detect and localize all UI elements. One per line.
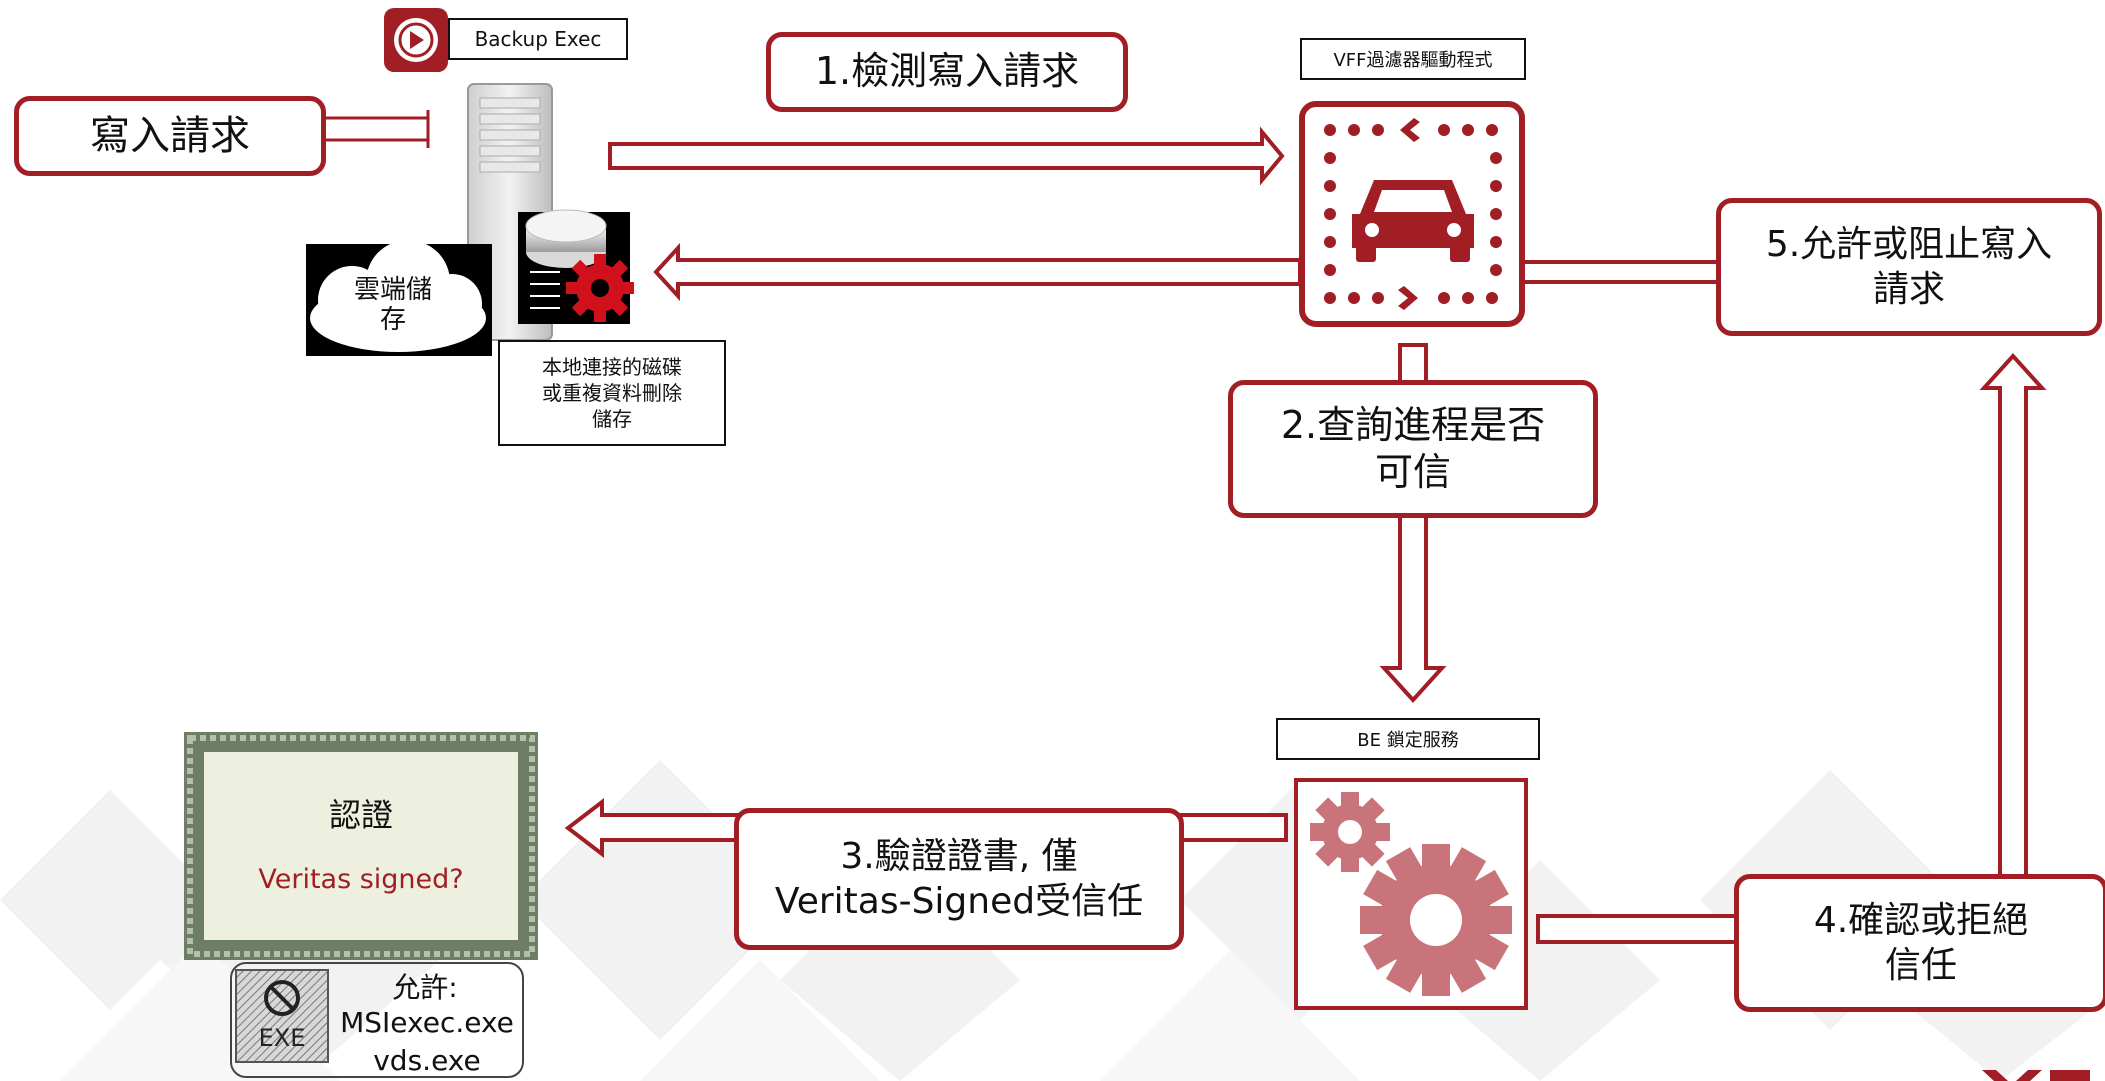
cloud-icon <box>306 240 492 356</box>
step1-box: 1.檢測寫入請求 <box>766 32 1128 112</box>
step5-box: 5.允許或阻止寫入 請求 <box>1716 198 2102 336</box>
backup-exec-label-box: Backup Exec <box>448 18 628 60</box>
backup-exec-logo-icon <box>384 8 448 72</box>
connector-be-to-step4 <box>1536 914 1740 944</box>
step4-box: 4.確認或拒絕 信任 <box>1734 874 2105 1012</box>
certificate-frame <box>184 732 538 960</box>
vff-driver-label: VFF過濾器驅動程式 <box>1333 50 1493 71</box>
be-lock-service-label: BE 鎖定服務 <box>1357 730 1459 751</box>
arrow-detect-write <box>608 126 1285 186</box>
arrow-confirm-up <box>1979 353 2047 880</box>
write-request-box: 寫入請求 <box>14 96 326 176</box>
veritas-logo-fragment <box>1982 1070 2090 1081</box>
be-lock-service-label-box: BE 鎖定服務 <box>1276 718 1540 760</box>
allow-list-title: 允許: <box>392 971 458 1004</box>
vff-driver-label-box: VFF過濾器驅動程式 <box>1300 38 1526 80</box>
backup-exec-label: Backup Exec <box>474 27 602 51</box>
allow-list-item: vds.exe <box>373 1044 481 1077</box>
connector-write-to-server <box>322 110 430 148</box>
car-icon <box>1299 101 1525 327</box>
exe-label: EXE <box>258 1024 306 1052</box>
connector-vff-to-step2 <box>1398 343 1428 385</box>
step3-box: 3.驗證證書, 僅 Veritas-Signed受信任 <box>734 808 1184 950</box>
exe-file-icon <box>235 969 329 1063</box>
certificate-title: 認證 <box>328 796 393 834</box>
gears-icon <box>1294 778 1528 1010</box>
write-request-label: 寫入請求 <box>90 113 250 159</box>
disk-storage-icon <box>518 209 634 324</box>
cloud-storage-label: 雲端儲 存 <box>353 275 432 335</box>
step2-box: 2.查詢進程是否 可信 <box>1228 380 1598 518</box>
local-disk-label: 本地連接的磁碟 或重複資料刪除 儲存 <box>498 340 726 446</box>
allow-list-item: MSIexec.exe <box>340 1006 514 1039</box>
allow-list-box <box>230 962 524 1078</box>
certificate-question: Veritas signed? <box>258 864 464 895</box>
arrow-return-to-server <box>653 242 1302 302</box>
connector-vff-to-step5 <box>1518 260 1722 284</box>
step1-label: 1.檢測寫入請求 <box>814 49 1080 94</box>
arrow-query-down <box>1379 514 1447 703</box>
